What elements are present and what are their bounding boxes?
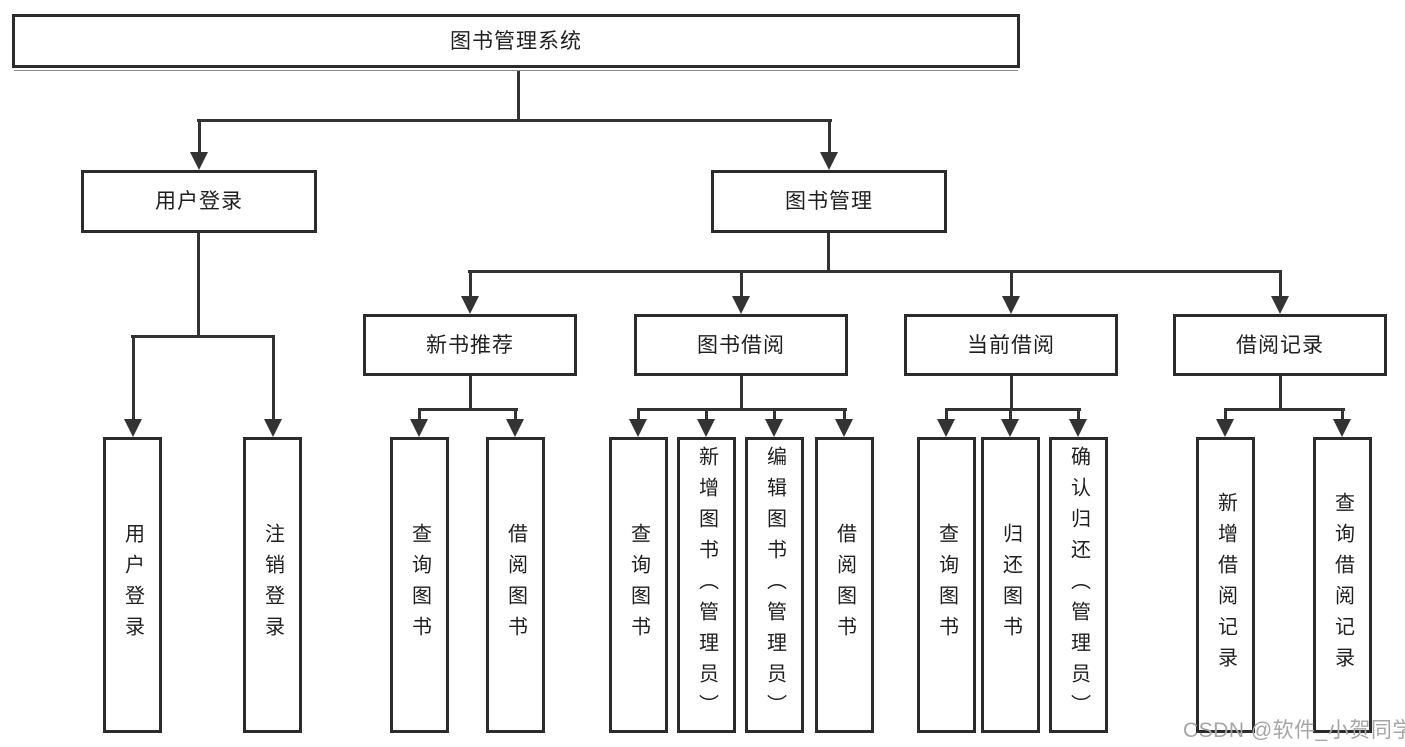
node-book-borrow: 图书借阅 <box>634 314 848 376</box>
arrow-borrow-leaf-1 <box>629 408 647 437</box>
arrow-records-leaf-2 <box>1333 408 1351 437</box>
arrow-to-login-leaf <box>124 335 142 437</box>
leaf-user-login: 用户登录 <box>103 437 162 733</box>
leaf-query-books-borrow: 查询图书 <box>609 437 668 733</box>
connector-recommend-split <box>418 408 518 411</box>
arrow-recommend-leaf-1 <box>410 408 428 437</box>
leaf-query-borrow-record: 查询借阅记录 <box>1313 437 1372 733</box>
leaf-confirm-return-admin: 确认归还（管理员） <box>1049 437 1108 733</box>
arrow-borrow-leaf-2 <box>697 408 715 437</box>
arrow-to-book-management <box>820 119 838 170</box>
arrow-current-leaf-3 <box>1069 408 1087 437</box>
node-book-management: 图书管理 <box>711 170 947 233</box>
arrow-current-leaf-1 <box>937 408 955 437</box>
arrow-to-new-book-recommend <box>461 270 479 314</box>
arrow-recommend-leaf-2 <box>506 408 524 437</box>
leaf-edit-books-admin: 编辑图书（管理员） <box>745 437 804 733</box>
connector-borrow-split <box>637 408 847 411</box>
arrow-records-leaf-1 <box>1216 408 1234 437</box>
node-user-login: 用户登录 <box>81 170 317 233</box>
leaf-query-books-current: 查询图书 <box>917 437 976 733</box>
connector-level1-split <box>197 119 832 122</box>
leaf-add-borrow-record: 新增借阅记录 <box>1196 437 1255 733</box>
leaf-borrow-books-recommend: 借阅图书 <box>486 437 545 733</box>
node-current-borrow: 当前借阅 <box>904 314 1118 376</box>
connector-records-split <box>1224 408 1345 411</box>
connector-user-login-trunk <box>197 233 200 338</box>
arrow-to-logout-leaf <box>264 335 282 437</box>
arrow-to-current-borrow <box>1002 270 1020 314</box>
connector-current-trunk <box>1010 376 1013 411</box>
arrow-borrow-leaf-4 <box>835 408 853 437</box>
connector-root-trunk <box>517 68 520 121</box>
leaf-query-books-recommend: 查询图书 <box>390 437 449 733</box>
connector-current-split <box>945 408 1081 411</box>
leaf-return-books: 归还图书 <box>981 437 1040 733</box>
arrow-borrow-leaf-3 <box>765 408 783 437</box>
arrow-to-book-borrow <box>732 270 750 314</box>
arrow-to-user-login <box>190 119 208 170</box>
connector-records-trunk <box>1279 376 1282 411</box>
connector-recommend-trunk <box>469 376 472 411</box>
leaf-add-books-admin: 新增图书（管理员） <box>677 437 736 733</box>
connector-book-management-trunk <box>827 233 830 273</box>
arrow-to-borrow-records <box>1271 270 1289 314</box>
connector-level3-split <box>468 270 1282 273</box>
node-borrow-records: 借阅记录 <box>1173 314 1387 376</box>
connector-borrow-trunk <box>740 376 743 411</box>
leaf-borrow-books: 借阅图书 <box>815 437 874 733</box>
node-new-book-recommend: 新书推荐 <box>363 314 577 376</box>
csdn-watermark: CSDN @软件_小贺同学 <box>1183 719 1405 742</box>
connector-user-login-split <box>131 335 275 338</box>
leaf-logout: 注销登录 <box>243 437 302 733</box>
arrow-current-leaf-2 <box>1001 408 1019 437</box>
node-library-management-system: 图书管理系统 <box>12 14 1020 68</box>
